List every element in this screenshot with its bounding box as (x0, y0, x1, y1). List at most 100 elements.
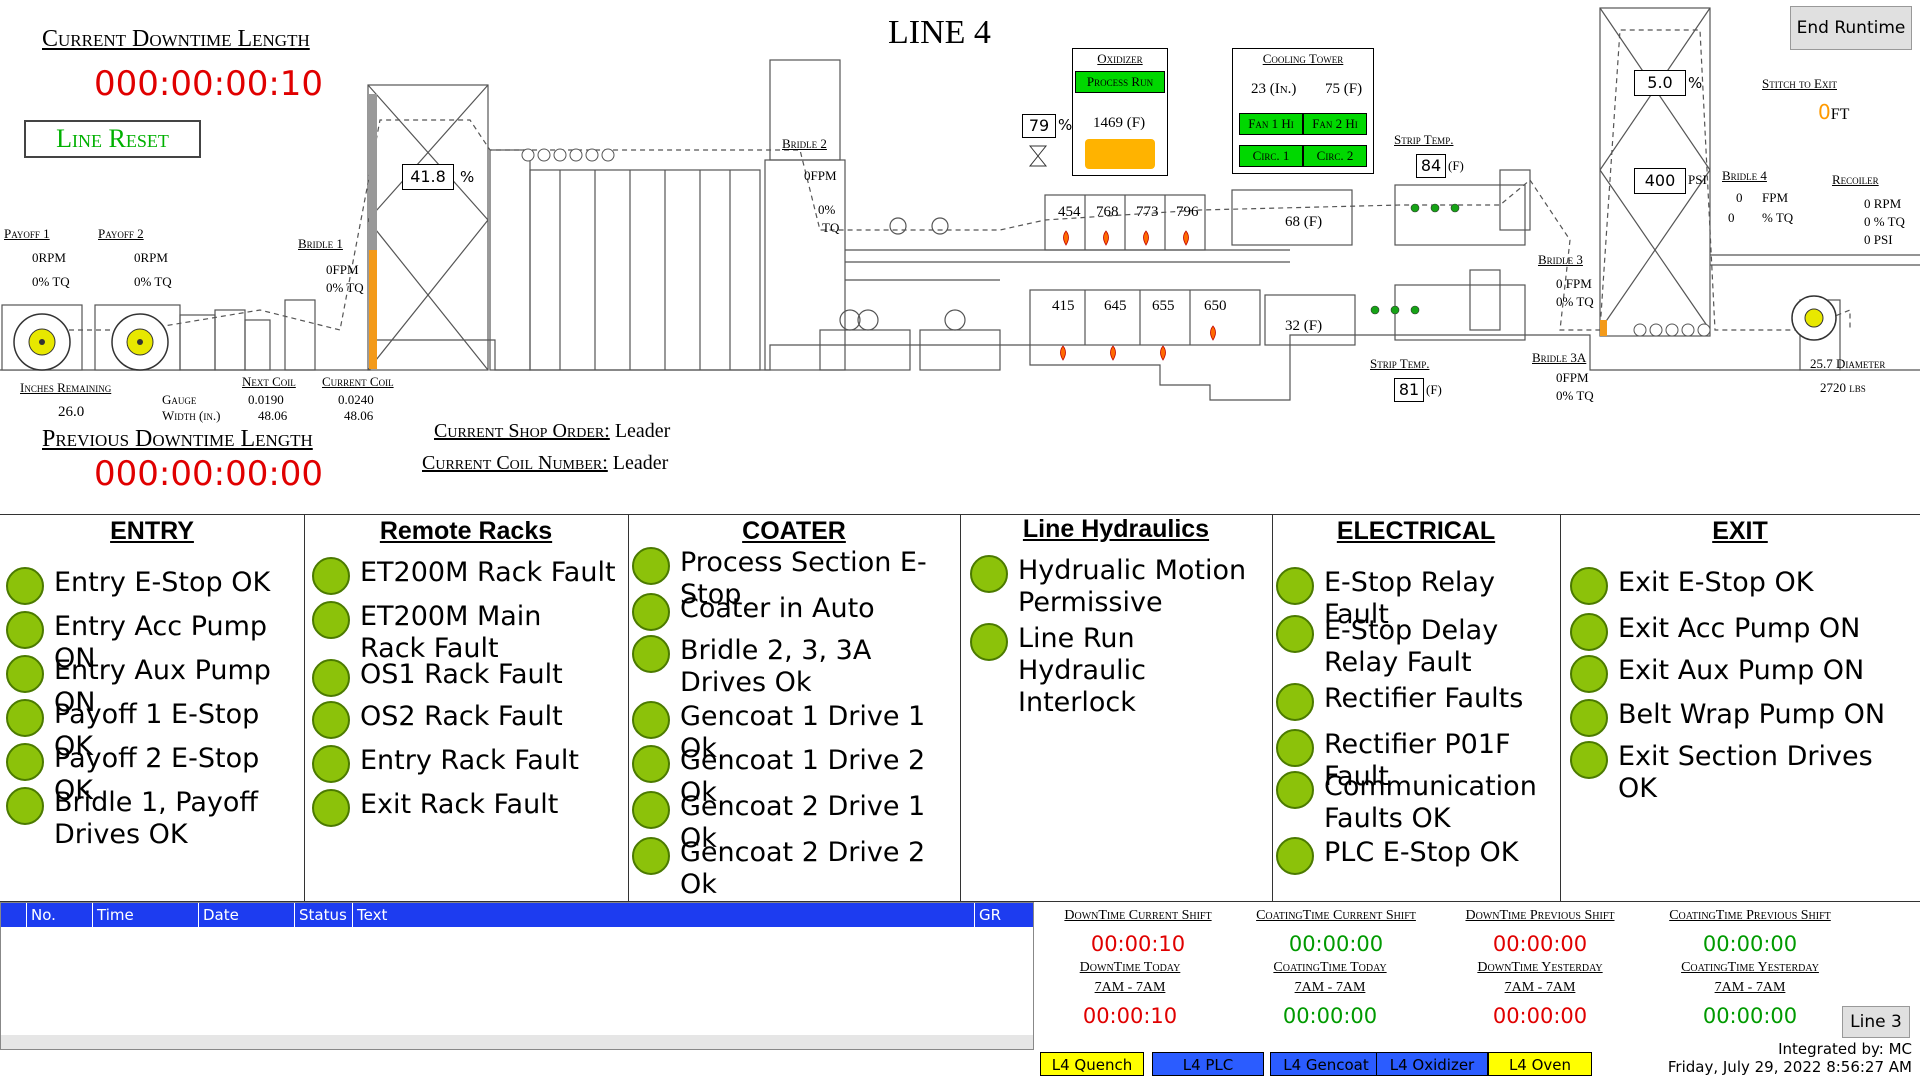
nav-l4-oxidizer[interactable]: L4 Oxidizer (1376, 1052, 1488, 1076)
oven-top-zone-4: 796 (1176, 204, 1199, 220)
bridle2-tq: TQ (822, 220, 840, 235)
fan1-status: Fan 1 Hi (1239, 113, 1303, 135)
quench-bottom-temp: 32 (1285, 318, 1300, 334)
fan2-status: Fan 2 Hi (1303, 113, 1367, 135)
alarm-table[interactable]: No. Time Date Status Text GR (0, 902, 1034, 1050)
oven-top-zone-1: 454 (1058, 204, 1081, 220)
payoff1-rpm: 0RPM (32, 250, 66, 265)
status-indicator (312, 745, 350, 783)
oven-bottom-zone-3: 655 (1152, 298, 1175, 314)
electrical-item: Rectifier Faults (1324, 683, 1524, 714)
status-indicator (6, 787, 44, 825)
cooling-tower-panel: Cooling Tower 23 (In.) 75 (F) Fan 1 Hi F… (1232, 48, 1374, 174)
racks-item: OS1 Rack Fault (360, 659, 563, 690)
strip-temp-bottom-value: 81 (1394, 378, 1424, 402)
stat-label: CoatingTime Previous Shift (1669, 908, 1831, 923)
previous-downtime-label: Previous Downtime Length (42, 426, 313, 452)
exit-item: Exit Acc Pump ON (1618, 613, 1861, 644)
racks-item: ET200M Rack Fault (360, 557, 616, 588)
status-indicator (1276, 771, 1314, 809)
panel-entry-title: ENTRY (110, 517, 194, 545)
stat-label: DownTime Current Shift (1064, 908, 1212, 923)
oven-bottom-zone-4: 650 (1204, 298, 1227, 314)
oxidizer-panel: Oxidizer Process Run 1469 (F) (1072, 48, 1168, 176)
stat-value: 00:00:00 (1702, 932, 1798, 956)
racks-item: ET200M Main Rack Fault (360, 601, 542, 664)
next-coil-width: 48.06 (258, 408, 288, 423)
alarm-header-spacer (1, 903, 27, 927)
coater-item: Gencoat 1 Drive 1 Ok (680, 701, 926, 764)
coater-item: Process Section E-Stop (680, 547, 927, 610)
exit-item: Exit Section Drives OK (1618, 741, 1873, 804)
stat-value: 00:00:00 (1492, 932, 1588, 956)
status-indicator (312, 557, 350, 595)
alarm-col-gr[interactable]: GR (979, 906, 1002, 924)
entry-item: Payoff 2 E-Stop OK (54, 743, 260, 806)
datetime: Friday, July 29, 2022 8:56:27 AM (1667, 1058, 1912, 1076)
exit-item: Exit E-Stop OK (1618, 567, 1814, 598)
oxidizer-temp: 1469 (1093, 115, 1123, 131)
hydraulics-item: Hydrualic Motion Permissive (1018, 555, 1247, 618)
stat-sub: 7AM - 7AM (1294, 980, 1366, 995)
recoiler-rpm: 0 RPM (1864, 196, 1902, 211)
oxidizer-temp-unit: (F) (1126, 115, 1146, 131)
coater-item: Gencoat 1 Drive 2 Ok (680, 745, 926, 808)
end-runtime-button[interactable]: End Runtime (1790, 6, 1912, 50)
shop-order-value: Leader (614, 420, 671, 442)
quench-top-temp: 68 (1285, 214, 1300, 230)
recoiler-diameter: 25.7 Diameter (1810, 356, 1886, 371)
alarm-table-header: No. Time Date Status Text GR (1, 903, 1033, 927)
alarm-col-time[interactable]: Time (93, 903, 199, 927)
exit-item: Exit Aux Pump ON (1618, 655, 1865, 686)
entry-item: Payoff 1 E-Stop OK (54, 699, 260, 762)
panel-entry: ENTRY Entry E-Stop OK Entry Acc Pump ON … (0, 515, 305, 901)
alarm-col-status[interactable]: Status (295, 903, 353, 927)
oven-top-zone-2: 768 (1096, 204, 1119, 220)
nav-l4-oven[interactable]: L4 Oven (1488, 1052, 1592, 1076)
stitch-to-exit-value: 0 (1818, 100, 1831, 124)
nav-l4-gencoat[interactable]: L4 Gencoat (1270, 1052, 1382, 1076)
alarm-table-scrollbar[interactable] (1, 1035, 1033, 1049)
bridle1-label: Bridle 1 (298, 236, 343, 251)
racks-item: OS2 Rack Fault (360, 701, 563, 732)
line3-button[interactable]: Line 3 (1842, 1006, 1910, 1038)
bridle3-fpm: 0 FPM (1556, 276, 1592, 291)
status-indicator (632, 593, 670, 631)
cooling-tower-inches: 23 (1251, 81, 1266, 97)
alarm-col-date[interactable]: Date (199, 903, 295, 927)
status-indicator (312, 701, 350, 739)
current-coil-width: 48.06 (344, 408, 374, 423)
status-indicator (632, 635, 670, 673)
next-coil-label: Next Coil (242, 374, 296, 389)
alarm-col-no[interactable]: No. (27, 903, 93, 927)
payoff2-label: Payoff 2 (98, 226, 144, 241)
bridle3a-tq: 0% TQ (1556, 388, 1594, 403)
racks-item: Exit Rack Fault (360, 789, 559, 820)
oxidizer-label: Oxidizer (1097, 51, 1143, 66)
exit-accum-pct-unit: % (1688, 74, 1703, 92)
bridle4-fpm-value: 0 (1736, 190, 1743, 205)
oven-top-zone-3: 773 (1136, 204, 1159, 220)
payoff1-label: Payoff 1 (4, 226, 50, 241)
stat-label: DownTime Yesterday (1477, 960, 1603, 975)
flame-icon (1085, 139, 1155, 169)
payoff1-tq: 0% TQ (32, 274, 70, 289)
coater-item: Gencoat 2 Drive 1 Ok (680, 791, 926, 854)
bridle1-tq: 0% TQ (326, 280, 364, 295)
stat-value: 00:00:00 (1702, 1004, 1798, 1028)
status-indicator (632, 745, 670, 783)
recoiler-weight: 2720 lbs (1820, 380, 1866, 395)
oxidizer-status: Process Run (1075, 71, 1165, 93)
line-reset-button[interactable]: Line Reset (24, 120, 201, 158)
status-panels: ENTRY Entry E-Stop OK Entry Acc Pump ON … (0, 514, 1920, 902)
cooling-tower-temp-unit: (F) (1343, 81, 1363, 97)
panel-hydraulics-title: Line Hydraulics (1022, 515, 1210, 543)
entry-accum-value: 41.8 (402, 164, 454, 190)
nav-l4-quench[interactable]: L4 Quench (1040, 1052, 1144, 1076)
status-indicator (970, 555, 1008, 593)
nav-l4-plc[interactable]: L4 PLC (1152, 1052, 1264, 1076)
alarm-col-text[interactable]: Text (353, 903, 975, 927)
strip-temp-top-value: 84 (1416, 154, 1446, 178)
payoff2-rpm: 0RPM (134, 250, 168, 265)
current-downtime-value: 000:00:00:10 (94, 64, 324, 104)
